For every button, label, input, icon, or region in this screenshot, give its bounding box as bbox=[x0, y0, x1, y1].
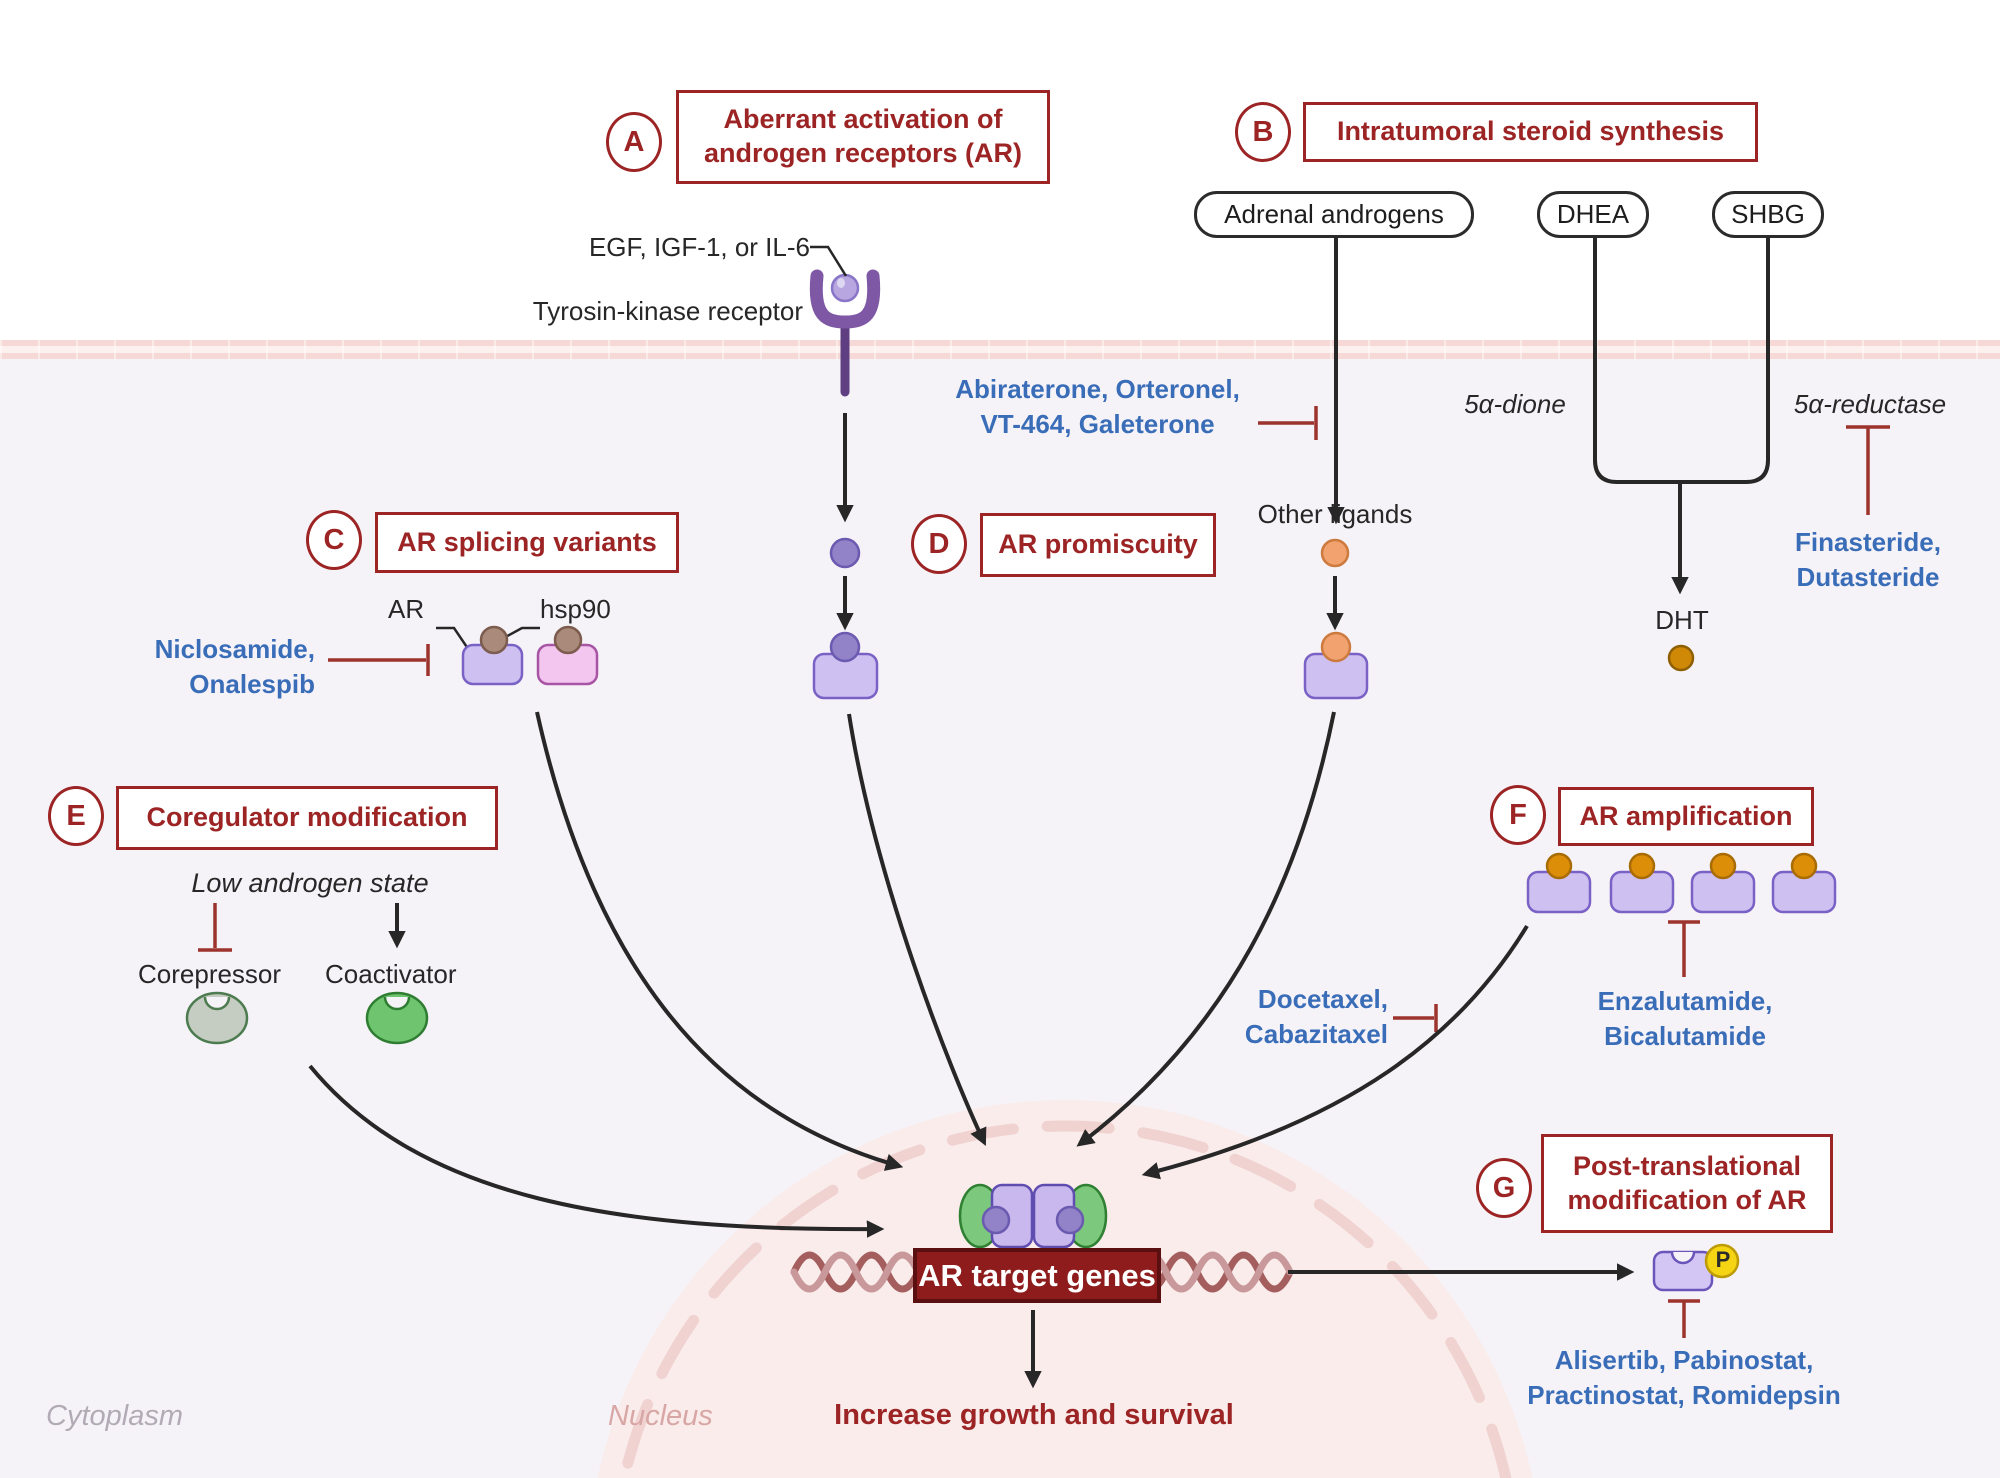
phosphate-icon bbox=[1704, 1243, 1740, 1279]
membrane-texture bbox=[0, 340, 2000, 359]
egf-label-connector bbox=[810, 245, 848, 277]
phosphorylated-ar-icon bbox=[1652, 1243, 1740, 1292]
coactivator-icon bbox=[365, 991, 429, 1045]
enzalutamide-inhibition-bar bbox=[1668, 920, 1700, 977]
other-ligand-icon bbox=[1320, 538, 1350, 568]
alisertib-inhibition-bar bbox=[1668, 1299, 1700, 1338]
ar-amplification-icons bbox=[1526, 852, 1837, 914]
abiraterone-inhibition-bar bbox=[1258, 406, 1318, 440]
ar-receptor-a-icon bbox=[812, 631, 879, 700]
pathway-f-arrow bbox=[1141, 924, 1529, 1180]
pathway-e-arrow bbox=[308, 1064, 885, 1238]
pathway-c-arrow bbox=[535, 711, 904, 1171]
ar-variant-hsp90-icon bbox=[536, 625, 599, 686]
pathway-d-arrow bbox=[1076, 711, 1336, 1147]
signal-ligand-icon bbox=[829, 537, 861, 569]
ar-dimer-complex-icon bbox=[958, 1183, 1108, 1249]
corepressor-icon bbox=[185, 991, 249, 1045]
shbg-line bbox=[1678, 238, 1770, 484]
tyrosine-kinase-receptor-icon bbox=[809, 269, 881, 397]
low-androgen-inhibition-bar bbox=[198, 903, 232, 952]
dhea-line bbox=[1593, 238, 1682, 484]
niclosamide-inhibition-bar bbox=[328, 644, 430, 676]
ar-hsp90-complex-icon bbox=[461, 625, 524, 686]
dht-ligand-icon bbox=[1667, 644, 1695, 672]
finasteride-inhibition-bar bbox=[1846, 425, 1890, 515]
docetaxel-inhibition-bar bbox=[1393, 1004, 1438, 1032]
ar-receptor-d-icon bbox=[1303, 631, 1369, 700]
pathway-a-arrow bbox=[847, 713, 987, 1146]
cell-membrane bbox=[0, 340, 2000, 359]
